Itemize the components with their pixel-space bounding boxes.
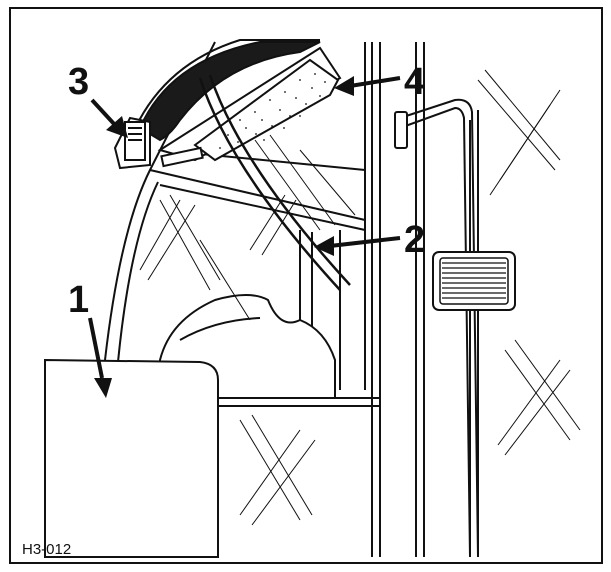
callout-2: 2: [404, 219, 425, 261]
grab-handle: [394, 98, 479, 558]
figure-id-label: H3-012: [22, 541, 71, 558]
roof-hatch: [129, 39, 342, 168]
side-panel: [44, 358, 219, 558]
callout-1: 1: [68, 279, 89, 321]
footrest-pad: [432, 251, 516, 311]
callout-3: 3: [68, 61, 89, 103]
strap: [198, 74, 351, 291]
glass-hatch-right: [477, 69, 581, 456]
glass-hatch-left: [139, 134, 356, 526]
callout-4: 4: [404, 61, 425, 103]
callout-arrows: [88, 76, 401, 398]
